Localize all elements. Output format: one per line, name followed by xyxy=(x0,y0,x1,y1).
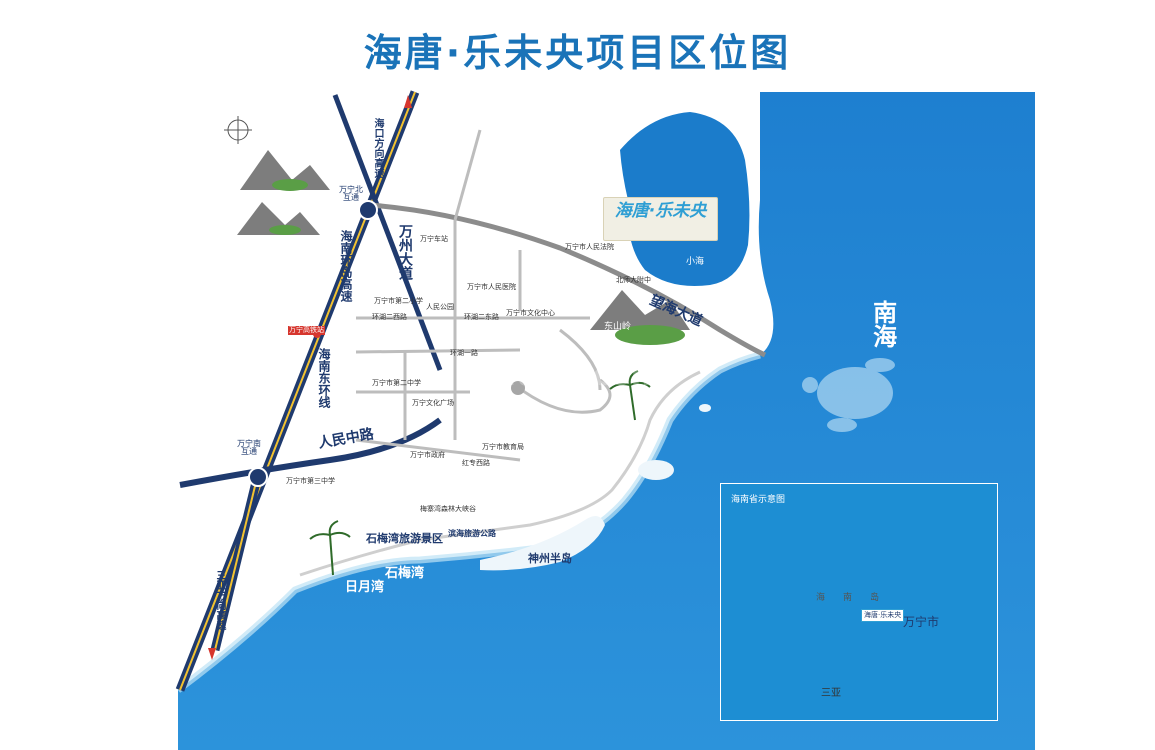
shenzhou-peninsula xyxy=(480,516,605,571)
inset-wanning-label: 万宁市 xyxy=(903,615,940,629)
palm-tree-icon xyxy=(309,370,651,576)
city-grid xyxy=(355,129,612,462)
south-sea-label: 南海 xyxy=(868,300,897,348)
shimeiwan-label: 石梅湾 xyxy=(385,566,425,581)
poi-court: 万宁市人民法院 xyxy=(565,243,614,251)
north-interchange xyxy=(358,200,378,220)
poi-huanhu1: 环湖一路 xyxy=(450,349,478,357)
poi-bus: 万宁车站 xyxy=(420,235,448,243)
poi-hongzhuang: 红专西路 xyxy=(462,459,490,467)
mountain-icon xyxy=(237,150,690,330)
inset-sanya-label: 三亚 xyxy=(821,688,841,699)
inset-project-label: 海唐·乐未央 xyxy=(861,609,905,622)
east-ring-line xyxy=(332,94,443,371)
north-interchange-label: 万宁北互通 xyxy=(339,185,363,202)
compass-icon xyxy=(224,116,252,144)
hainan-inset-map: 海南省示意图 海南岛 万宁市 三亚 海唐·乐未央 xyxy=(720,483,998,721)
huandao-highway xyxy=(175,90,420,692)
dongshanling-label: 东山岭 xyxy=(604,322,632,332)
forest-icon xyxy=(269,179,685,345)
poi-beida: 北师大附中 xyxy=(616,276,651,284)
north-arrow-icon xyxy=(404,95,412,108)
south-interchange xyxy=(248,467,268,487)
poi-hospital: 万宁市人民医院 xyxy=(467,283,516,291)
project-name: 海唐·乐未央 xyxy=(614,201,707,221)
inset-hainan-label: 海南岛 xyxy=(816,593,898,603)
wanghai-avenue xyxy=(369,202,767,358)
poi-edu: 万宁市教育局 xyxy=(482,443,524,451)
poi-people-park: 人民公园 xyxy=(426,303,454,311)
huandao-highway-label: 海南环岛高速 xyxy=(339,230,353,302)
sea-turtle-icon xyxy=(802,358,895,432)
coastal-road xyxy=(299,370,701,577)
poi-primary-school: 万宁市第二小学 xyxy=(374,297,423,305)
poi-wenhua: 万宁文化广场 xyxy=(412,399,454,407)
south-highway xyxy=(210,476,262,652)
south-arrow-icon xyxy=(208,648,216,660)
south-interchange-label: 万宁南互通 xyxy=(237,439,261,456)
poi-no2-school: 万宁市第二中学 xyxy=(372,379,421,387)
island xyxy=(699,404,711,412)
lvyou-road-label: 滨海旅游公路 xyxy=(448,529,496,538)
scenic-belt-label: 梅寨湾森林大峡谷 xyxy=(420,505,476,513)
poi-no3-school: 万宁市第三中学 xyxy=(286,477,335,485)
page-title: 海唐·乐未央项目区位图 xyxy=(363,31,792,75)
sanya-direction-label: 三亚方向高速 xyxy=(214,570,225,630)
east-ring-label: 海南东环线 xyxy=(317,348,331,408)
riyuewan-label: 日月湾 xyxy=(345,580,385,595)
railway-station-label: 万宁高铁站 xyxy=(288,326,325,335)
poi-huanhu-east: 环湖二东路 xyxy=(464,313,499,321)
inset-title: 海南省示意图 xyxy=(731,495,786,505)
island xyxy=(638,460,674,480)
roundabout xyxy=(511,381,525,395)
poi-cultural-center: 万宁市文化中心 xyxy=(506,309,555,317)
poi-gov: 万宁市政府 xyxy=(410,451,445,459)
watermark: fang.com xyxy=(505,358,663,393)
shenzhou-label: 神州半岛 xyxy=(528,552,572,565)
renmin-road xyxy=(179,417,442,488)
wanzhou-avenue-label: 万州大道 xyxy=(397,224,413,280)
project-badge: 海唐·乐未央 xyxy=(603,197,718,241)
small-sea-label: 小海 xyxy=(686,257,705,267)
haikou-direction-label: 海口方向高速 xyxy=(372,118,383,178)
poi-huanhu2: 环湖二西路 xyxy=(372,313,407,321)
shimeiwan-scenic-label: 石梅湾旅游景区 xyxy=(366,532,443,545)
